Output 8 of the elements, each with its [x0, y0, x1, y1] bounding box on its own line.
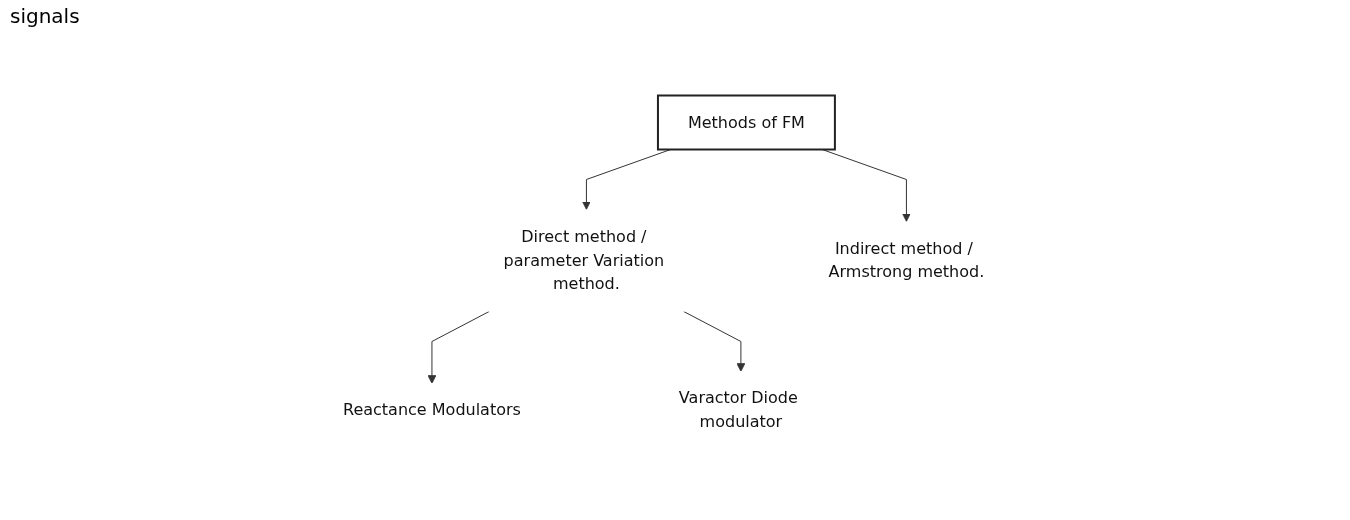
node-text: Varactor Diode modulator	[679, 388, 799, 432]
node-box: Methods of FM	[657, 94, 837, 151]
node-text: Reactance Modulators	[343, 400, 522, 420]
node-text: Indirect method / Armstrong method.	[828, 238, 985, 282]
arrow	[427, 311, 490, 384]
arrow	[683, 311, 746, 372]
node-text: Direct method / parameter Variation method.	[503, 226, 665, 294]
note-text: signals	[10, 4, 80, 28]
